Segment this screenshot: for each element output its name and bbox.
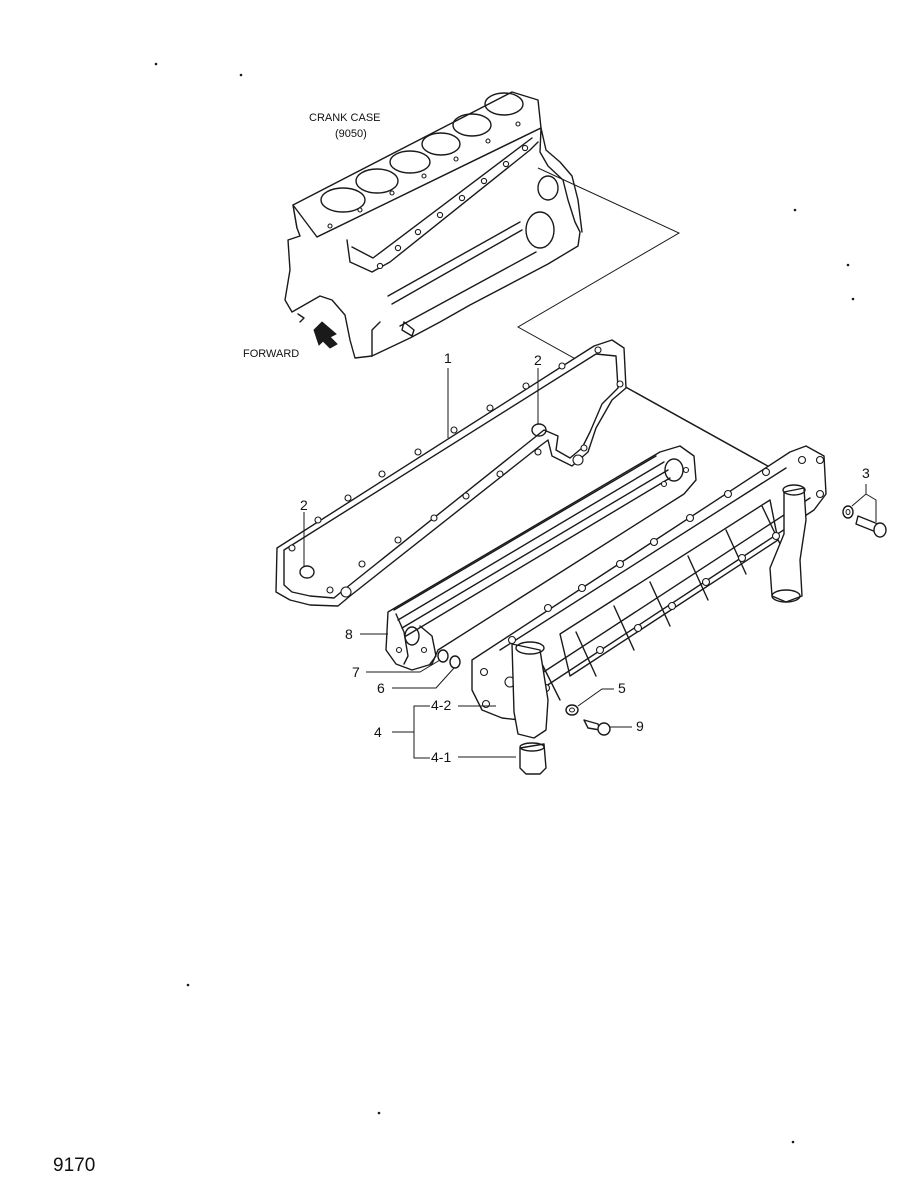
- callout-part-6: 6: [377, 680, 385, 696]
- gasket-part-1: [275, 339, 627, 607]
- callout-part-4-2: 4-2: [431, 697, 452, 713]
- callout-part-8: 8: [345, 626, 353, 642]
- washer-part-5: [565, 704, 579, 716]
- callout-part-9: 9: [636, 718, 644, 734]
- bolt-part-9: [583, 719, 611, 736]
- washer-bolt-part-3: [842, 505, 887, 538]
- callout-part-4: 4: [374, 724, 382, 740]
- forward-label: FORWARD: [243, 348, 300, 360]
- plug-part-4-1: [519, 742, 547, 775]
- arrow-forward-icon: [313, 321, 338, 349]
- cooler-cover-drawing: [471, 445, 827, 739]
- callout-part-2-left: 2: [300, 497, 308, 513]
- callout-part-3: 3: [862, 465, 870, 481]
- scan-specks: [154, 62, 855, 1144]
- callout-part-1: 1: [444, 350, 452, 366]
- callout-part-5: 5: [618, 680, 626, 696]
- o-rings-part-6-7: [437, 649, 461, 669]
- cooler-element-part-8: [385, 445, 697, 671]
- callout-part-4-1: 4-1: [431, 749, 452, 765]
- callout-part-2-top: 2: [534, 352, 542, 368]
- leader-lines: [303, 368, 877, 759]
- page-number: 9170: [53, 1155, 96, 1176]
- crank-case-ref-label: (9050): [335, 128, 367, 140]
- crank-case-label: CRANK CASE: [309, 112, 381, 124]
- callout-part-7: 7: [352, 664, 360, 680]
- crank-case-drawing: [284, 91, 583, 359]
- projection-lines: [516, 167, 779, 473]
